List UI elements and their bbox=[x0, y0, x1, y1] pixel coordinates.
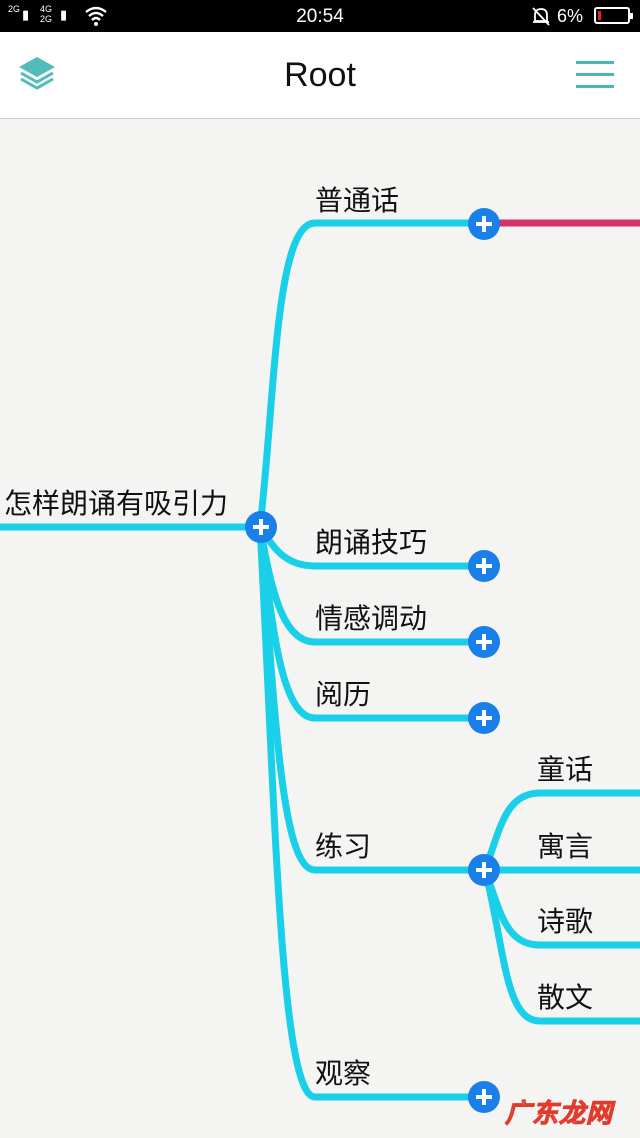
mindmap-canvas[interactable] bbox=[0, 119, 640, 1138]
plus-circle-icon bbox=[245, 511, 277, 543]
page-title: Root bbox=[284, 56, 356, 94]
layers-icon[interactable] bbox=[16, 54, 58, 96]
watermark: 广东龙网 bbox=[504, 1099, 614, 1130]
battery-percent: 6% bbox=[557, 6, 584, 26]
clock: 20:54 bbox=[296, 6, 344, 27]
branch-connector-putonghua bbox=[256, 219, 489, 531]
status-bar: 2G ▮ 4G 2G ▮ 20:54 6% bbox=[0, 0, 640, 32]
plus-circle-icon bbox=[468, 702, 500, 734]
sim2-label-top: 4G bbox=[40, 4, 53, 14]
branch-node-putonghua[interactable]: 普通话 bbox=[315, 184, 400, 217]
child-node-shige[interactable]: 诗歌 bbox=[537, 905, 594, 938]
sim1-network: 2G bbox=[8, 4, 20, 14]
bell-off-icon bbox=[532, 7, 550, 26]
plus-circle-icon bbox=[468, 626, 500, 658]
plus-circle-icon bbox=[468, 550, 500, 582]
child-connector-sanwen bbox=[481, 866, 640, 1025]
signal-icon: ▮ bbox=[22, 7, 30, 22]
branch-node-guancha[interactable]: 观察 bbox=[315, 1057, 372, 1090]
menu-icon[interactable] bbox=[574, 58, 616, 92]
branch-node-lianxi[interactable]: 练习 bbox=[315, 830, 372, 863]
sim2-label-bottom: 2G bbox=[40, 14, 53, 24]
signal-icon-2: ▮ bbox=[60, 7, 68, 22]
expand-buttons bbox=[245, 208, 500, 1113]
plus-circle-icon bbox=[468, 208, 500, 240]
branch-connector-guancha bbox=[256, 523, 489, 1101]
child-node-yuyan[interactable]: 寓言 bbox=[537, 830, 594, 863]
child-node-tonghua[interactable]: 童话 bbox=[537, 753, 594, 786]
wifi-icon bbox=[85, 6, 107, 26]
app-bar: Root bbox=[0, 32, 640, 119]
child-node-sanwen[interactable]: 散文 bbox=[537, 981, 594, 1014]
branch-node-yueli[interactable]: 阅历 bbox=[315, 678, 372, 711]
battery-icon bbox=[594, 7, 633, 24]
branch-node-qinggan[interactable]: 情感调动 bbox=[315, 602, 428, 635]
sim2-network: 4G 2G bbox=[40, 4, 52, 24]
mindmap-connectors bbox=[0, 208, 640, 1113]
plus-circle-icon bbox=[468, 854, 500, 886]
sim1-label: 2G bbox=[8, 4, 21, 14]
root-node[interactable]: 怎样朗诵有吸引力 bbox=[4, 487, 229, 520]
branch-node-langsong[interactable]: 朗诵技巧 bbox=[315, 526, 428, 559]
plus-circle-icon bbox=[468, 1081, 500, 1113]
